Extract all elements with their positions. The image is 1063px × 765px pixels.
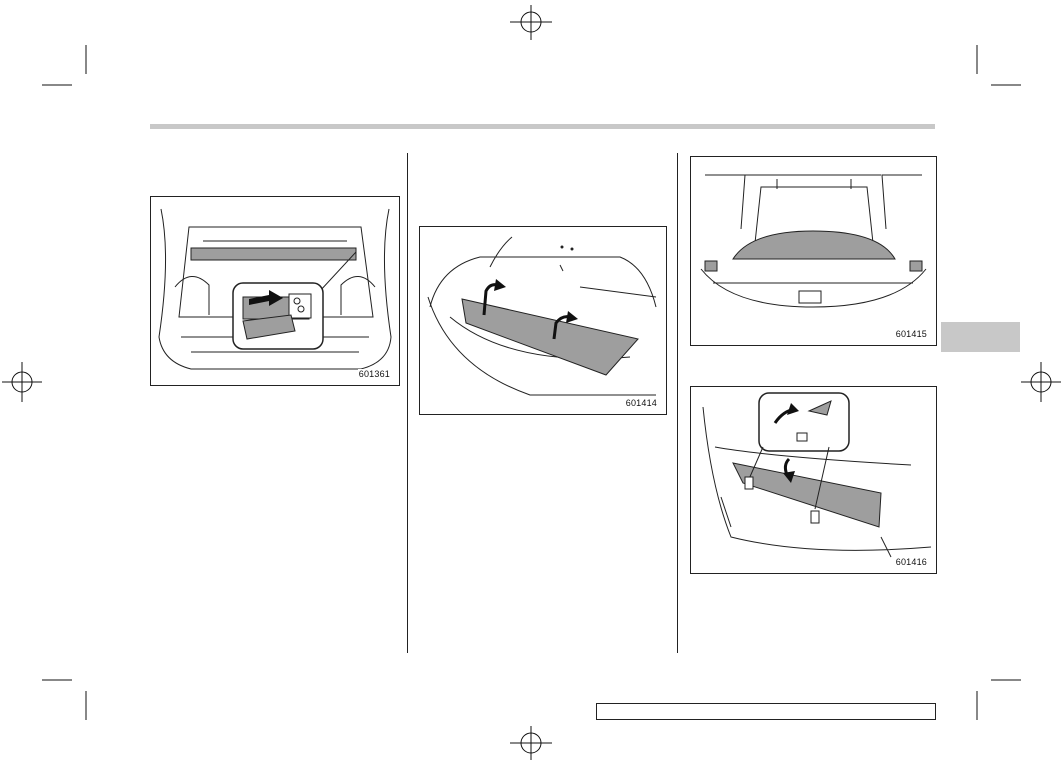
header-rule bbox=[150, 124, 935, 129]
section-thumb-tab bbox=[941, 322, 1020, 352]
cover-installed-rear-view-illustration-icon bbox=[700, 174, 927, 308]
figure-1: 601361 bbox=[150, 196, 400, 386]
cover-removal-illustration-icon bbox=[702, 392, 932, 558]
registration-mark-right bbox=[1021, 362, 1061, 402]
footer-page-box bbox=[596, 703, 936, 720]
column-divider bbox=[407, 153, 408, 653]
registration-mark-bottom bbox=[510, 726, 552, 760]
figure-2: 601414 bbox=[419, 226, 667, 415]
trunk-cover-latch-illustration-icon bbox=[158, 208, 392, 370]
figure-code: 601415 bbox=[894, 329, 928, 339]
figure-code: 601361 bbox=[357, 369, 391, 379]
cover-unroll-illustration-icon bbox=[427, 236, 657, 396]
figure-code: 601414 bbox=[624, 398, 658, 408]
registration-mark-top bbox=[510, 5, 552, 40]
figure-4: 601416 bbox=[690, 386, 937, 574]
registration-mark-left bbox=[2, 362, 42, 402]
figure-3: 601415 bbox=[690, 156, 937, 346]
column-divider bbox=[677, 153, 678, 653]
figure-code: 601416 bbox=[894, 557, 928, 567]
